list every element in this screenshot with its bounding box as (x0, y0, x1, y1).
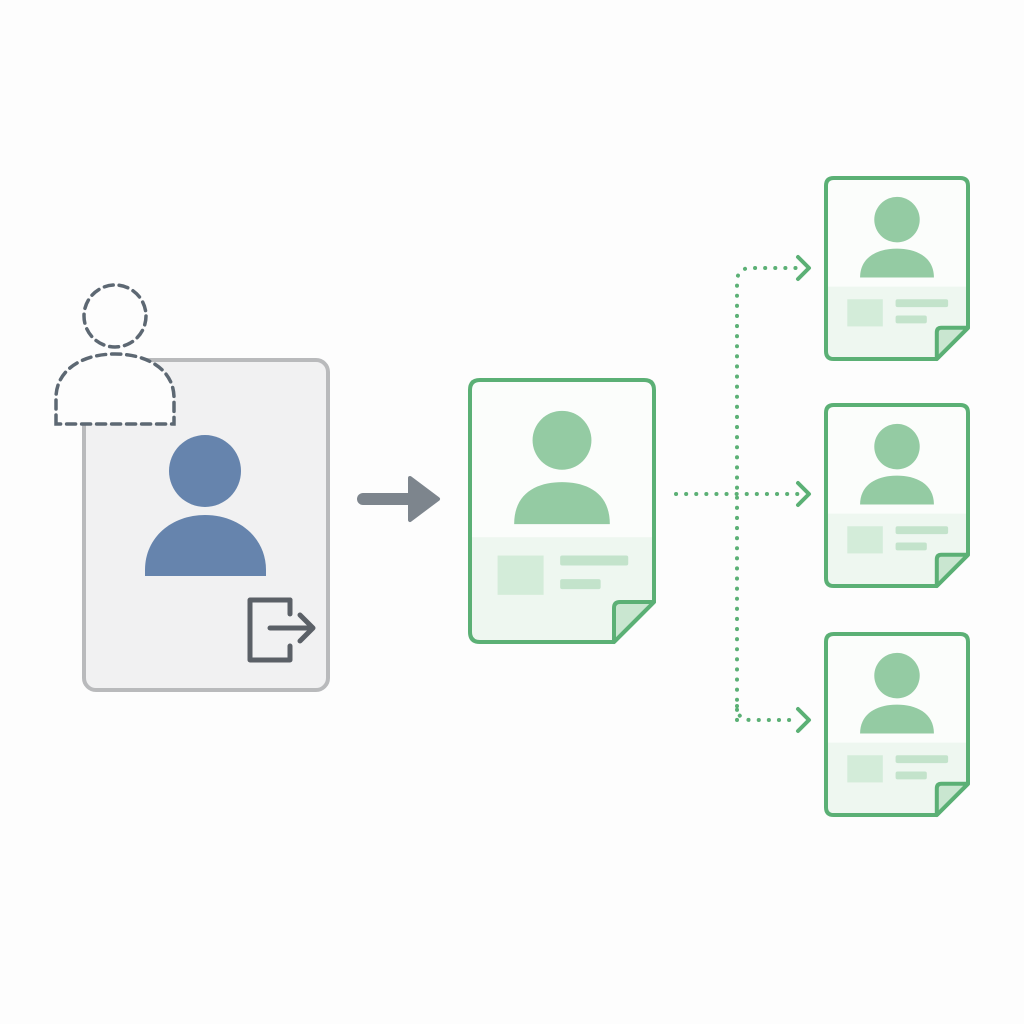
photo-placeholder (847, 299, 883, 327)
text-line-2 (895, 542, 927, 551)
dotted-connectors (674, 266, 800, 722)
folded-corner-icon (934, 781, 970, 817)
profile-document-copy-1 (824, 176, 970, 361)
user-icon (514, 482, 610, 525)
text-line-2 (560, 579, 601, 590)
source-user-icon (145, 435, 266, 576)
document-outline (824, 632, 970, 817)
text-line-1 (895, 526, 949, 535)
user-head (874, 196, 920, 243)
user-head (532, 410, 592, 470)
arrowhead-bottom (796, 707, 811, 733)
user-head (874, 423, 920, 470)
text-line-1 (895, 755, 949, 764)
text-line-1 (560, 555, 629, 566)
arrow-right-icon (357, 476, 440, 522)
text-line-1 (895, 299, 949, 308)
source-user-body (145, 515, 266, 576)
user-head (874, 652, 920, 699)
connector-arrowheads (796, 255, 811, 733)
dashed-user-outline-icon (54, 283, 176, 426)
profile-document-copy-3 (824, 632, 970, 817)
user-icon (860, 248, 934, 278)
document-outline (824, 403, 970, 588)
document-outline (824, 176, 970, 361)
export-arrow-icon (247, 597, 316, 663)
folded-corner-icon (934, 325, 970, 361)
user-icon (860, 704, 934, 734)
source-profile-card (82, 358, 330, 692)
source-user-head (169, 435, 241, 507)
document-outline (468, 378, 656, 644)
text-line-2 (895, 771, 927, 780)
folded-corner-icon (612, 600, 656, 644)
photo-placeholder (847, 526, 883, 554)
ghost-user-head (82, 283, 148, 349)
photo-placeholder (847, 755, 883, 783)
text-line-2 (895, 315, 927, 324)
arrowhead-top (796, 255, 811, 281)
exported-profile-document (468, 378, 656, 644)
ghost-user-body (54, 352, 176, 426)
folded-corner-icon (934, 552, 970, 588)
user-icon (860, 475, 934, 505)
arrowhead-middle (796, 481, 811, 507)
profile-document-copy-2 (824, 403, 970, 588)
photo-placeholder (497, 555, 544, 595)
connector-bottom (735, 704, 800, 722)
